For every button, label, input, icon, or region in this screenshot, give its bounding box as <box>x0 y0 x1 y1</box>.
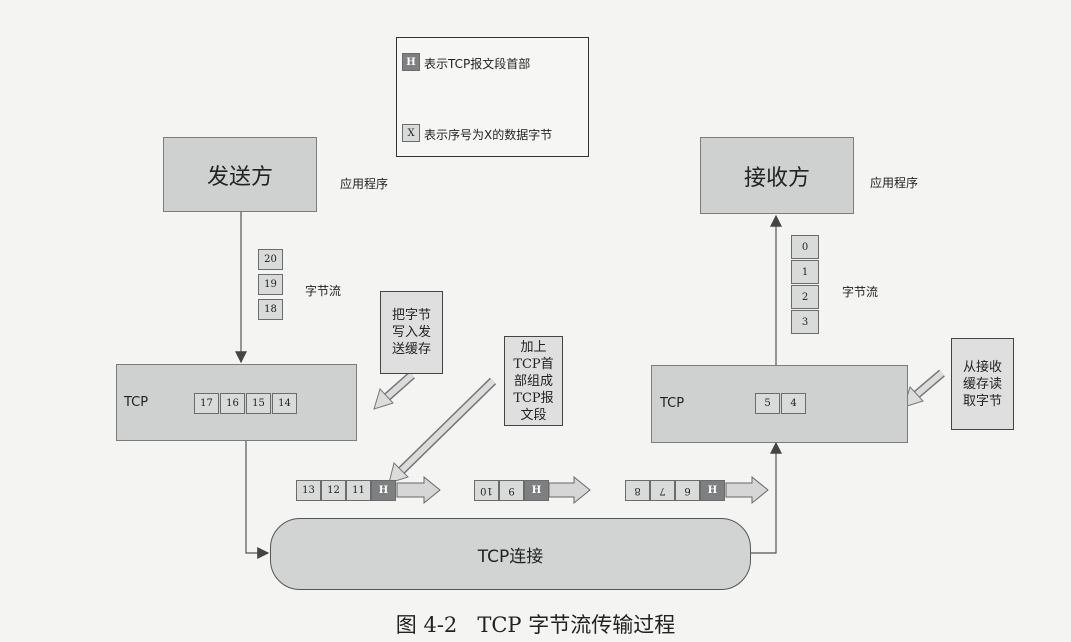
tcp-right-box: TCP 5 4 <box>651 365 908 443</box>
tcp-right-label: TCP <box>660 396 685 411</box>
connection-to-tcp-arrow <box>751 441 782 554</box>
read-note-arrow <box>903 369 945 408</box>
tcp-connection-pipe: TCP连接 <box>270 518 751 590</box>
sender-box: 发送方 <box>163 137 317 212</box>
legend-header-text: 表示TCP报文段首部 <box>424 57 531 71</box>
segment2-flow-arrow <box>548 475 591 505</box>
segment1-byte: 13 <box>296 480 321 501</box>
segment3-header: H <box>700 480 725 501</box>
segment2-header: H <box>524 480 549 501</box>
add-header-note-arrow <box>388 377 497 484</box>
legend-byte-sample: X <box>402 124 420 142</box>
send-buffer-byte: 14 <box>272 393 297 414</box>
legend-byte-text: 表示序号为X的数据字节 <box>424 128 553 142</box>
segment3-flow-arrow <box>725 475 769 505</box>
segment1-byte: 11 <box>346 480 371 501</box>
recv-buffer-byte: 5 <box>755 393 780 414</box>
send-buffer-byte: 16 <box>220 393 245 414</box>
recv-stream-byte: 1 <box>791 260 819 284</box>
sender-app-label: 应用程序 <box>340 177 389 191</box>
tcp-left-box: TCP 17 16 15 14 <box>116 364 357 441</box>
segment1-byte: 12 <box>321 480 346 501</box>
note-read-buffer: 从接收 缓存读 取字节 <box>951 338 1014 430</box>
segment3-byte: 6 <box>675 480 700 501</box>
note-write-buffer: 把字节 写入发 送缓存 <box>380 291 443 374</box>
note-add-header: 加上 TCP首 部组成 TCP报 文段 <box>504 336 563 426</box>
recv-stream-byte: 0 <box>791 235 819 259</box>
write-note-arrow <box>373 371 415 410</box>
send-buffer-byte: 15 <box>246 393 271 414</box>
recv-stream-byte: 2 <box>791 285 819 309</box>
byte-stream-label-left: 字节流 <box>305 284 342 298</box>
legend-header-sample: H <box>402 53 420 71</box>
segment2-byte: 10 <box>474 480 499 501</box>
receiver-app-label: 应用程序 <box>870 176 919 190</box>
tcp-to-connection-arrow <box>245 441 270 559</box>
segment2-byte: 9 <box>499 480 524 501</box>
send-stream-byte: 19 <box>258 274 283 295</box>
recv-buffer-byte: 4 <box>781 393 806 414</box>
segment1-flow-arrow <box>396 475 441 505</box>
figure-caption: 图 4-2 TCP 字节流传输过程 <box>395 613 676 637</box>
tcp-connection-label: TCP连接 <box>477 546 544 567</box>
send-stream-byte: 20 <box>258 249 283 270</box>
tcp-left-label: TCP <box>124 395 149 410</box>
byte-stream-label-right: 字节流 <box>842 285 879 299</box>
segment1-header: H <box>371 480 396 501</box>
legend-box: H 表示TCP报文段首部 X 表示序号为X的数据字节 <box>396 37 589 157</box>
segment3-byte: 8 <box>625 480 650 501</box>
segment3-byte: 7 <box>650 480 675 501</box>
send-stream-byte: 18 <box>258 299 283 320</box>
receiver-box: 接收方 <box>700 137 854 214</box>
send-buffer-byte: 17 <box>194 393 219 414</box>
recv-stream-byte: 3 <box>791 310 819 334</box>
